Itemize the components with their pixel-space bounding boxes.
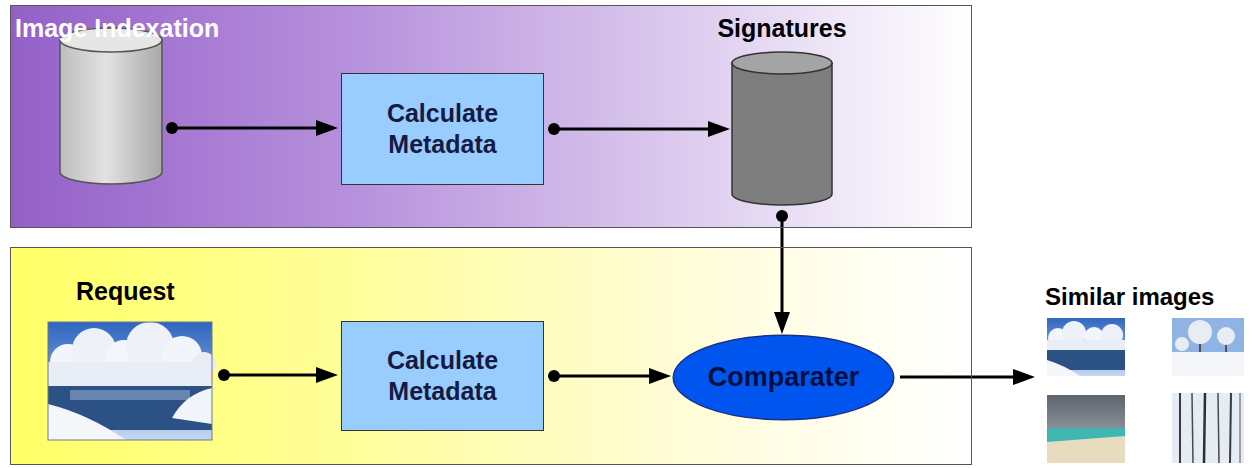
connector-arrow [774, 210, 790, 334]
thumb-tree [1175, 337, 1189, 351]
thumb-trunk [1179, 393, 1181, 463]
connector-arrow [548, 121, 730, 137]
comparator-ellipse: Comparater [671, 334, 896, 421]
node-label: Calculate Metadata [368, 345, 518, 408]
arrow-head [708, 121, 730, 137]
thumb-trunk [1218, 393, 1219, 463]
arrow-line [781, 216, 784, 314]
photo-shore [48, 404, 126, 440]
photo-frame [48, 322, 212, 440]
node-label: Calculate Metadata [368, 98, 518, 161]
result-thumbnail [1047, 318, 1125, 376]
database-cylinder [60, 28, 162, 184]
thumb-snow [1172, 393, 1244, 463]
arrow-head [1013, 369, 1035, 385]
cylinder-body [60, 40, 162, 184]
store-label: Signatures [717, 13, 846, 43]
thumb-shore [1047, 360, 1080, 376]
cylinder-outline [731, 51, 833, 206]
process-box: Calculate Metadata [341, 321, 544, 431]
flow-arrow [218, 367, 338, 383]
arrow-head [649, 368, 671, 384]
text-group: Calculate Metadata [368, 345, 518, 408]
text-group: Comparater [708, 361, 860, 393]
band-heading: Request [76, 276, 175, 306]
flow-arrow [900, 369, 1035, 385]
band-heading: Image Indexation [15, 13, 219, 43]
thumb-trunk [1240, 393, 1241, 463]
process-box: Calculate Metadata [341, 73, 544, 185]
cylinder-body [732, 63, 832, 205]
cylinder-top [732, 52, 832, 74]
photo-treeline [48, 362, 212, 386]
region-band: Image IndexationCalculate Metadata Signat… [10, 5, 972, 228]
database-cylinder: Signatures [731, 51, 833, 206]
result-thumbnail [1047, 395, 1125, 463]
photo-shore [172, 388, 212, 424]
arrow-line [554, 375, 651, 378]
thumb-snow [1172, 352, 1244, 376]
connector-arrow [548, 368, 671, 384]
arrow-line [224, 374, 318, 377]
ellipse-shape [673, 335, 894, 419]
thumb-tree [1217, 327, 1235, 345]
node-label: Comparater [708, 361, 860, 393]
arrow-line [172, 127, 318, 130]
arrow-line [554, 128, 710, 131]
thumb-treeline [1047, 340, 1125, 350]
photo-sky [48, 322, 212, 440]
photo-reflection [70, 390, 190, 400]
region-band: RequestCalculate Metadata Comparater [10, 247, 972, 465]
result-thumbnail [1172, 318, 1244, 376]
thumb-tree [1188, 320, 1212, 344]
request-photo [48, 322, 216, 440]
thumb-sky [1047, 395, 1125, 463]
group-label: Similar images [1045, 283, 1214, 312]
arrow-head [774, 312, 790, 334]
flow-arrow [166, 120, 338, 136]
arrow-head [316, 120, 338, 136]
text-group: Calculate Metadata [368, 98, 518, 161]
arrow-line [900, 376, 1015, 379]
arrow-head [316, 367, 338, 383]
thumb-sky [1047, 318, 1125, 376]
thumb-trunk [1192, 393, 1193, 463]
thumb-trunk [1230, 393, 1231, 463]
thumb-sand [1047, 436, 1125, 463]
thumb-sky [1172, 318, 1244, 376]
result-thumbnail [1172, 393, 1244, 463]
thumb-trunk [1204, 393, 1205, 463]
